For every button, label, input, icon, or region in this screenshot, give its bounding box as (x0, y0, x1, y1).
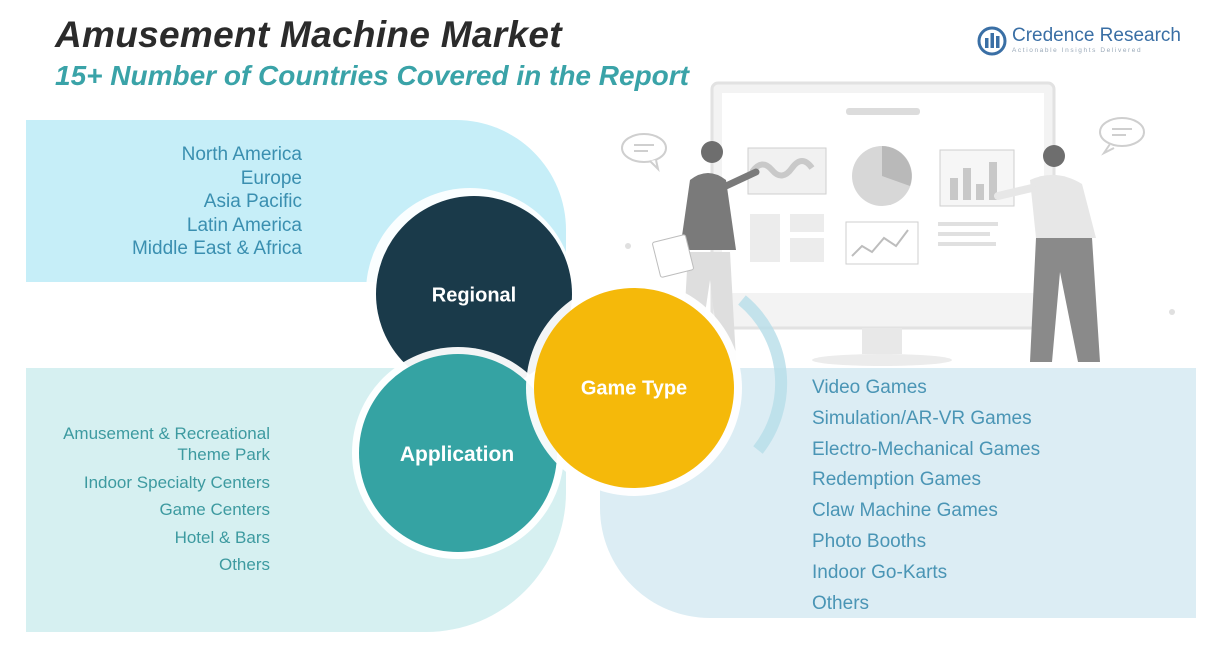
application-item: Theme Park (177, 445, 270, 464)
application-label: Application (399, 443, 515, 466)
application-item: Amusement & Recreational (63, 424, 270, 443)
regional-item: Europe (240, 167, 302, 189)
application-item: Others (218, 555, 270, 574)
presentation-illustration (621, 81, 1175, 366)
game-type-item: Electro-Mechanical Games (812, 438, 1041, 460)
regional-list: North America Europe Asia Pacific Latin … (132, 143, 302, 261)
game-type-item: Photo Booths (812, 530, 927, 552)
game-type-item: Simulation/AR-VR Games (812, 407, 1032, 429)
credence-logo-icon (977, 26, 1007, 56)
application-item: Indoor Specialty Centers (83, 472, 270, 492)
application-circle (359, 354, 557, 552)
game-type-list: Video Games Simulation/AR-VR Games Elect… (812, 373, 1040, 619)
game-type-circle (534, 288, 734, 488)
game-type-item: Indoor Go-Karts (812, 561, 948, 583)
page-title: Amusement Machine Market (55, 14, 562, 55)
game-type-circle-group (526, 280, 788, 496)
regional-circle-group (366, 188, 574, 396)
logo-tagline: Actionable Insights Delivered (1012, 47, 1143, 54)
application-circle-group (352, 347, 564, 559)
game-type-item: Others (812, 592, 870, 614)
application-item: Hotel & Bars (174, 527, 270, 547)
regional-item: Asia Pacific (203, 191, 302, 212)
regional-circle (376, 196, 572, 392)
page-subtitle: 15+ Number of Countries Covered in the R… (55, 60, 689, 91)
application-item: Game Centers (159, 500, 270, 519)
regional-item: Middle East & Africa (131, 238, 302, 259)
regional-label: Regional (431, 284, 517, 307)
game-type-label: Game Type (580, 377, 688, 400)
application-list: Amusement & Recreational Theme Park Indo… (63, 423, 270, 582)
regional-item: North America (181, 144, 302, 165)
game-type-item: Claw Machine Games (812, 500, 998, 522)
game-type-item: Video Games (812, 377, 927, 398)
regional-item: Latin America (186, 214, 302, 236)
logo-name: Credence Research (1012, 25, 1181, 46)
game-type-item: Redemption Games (812, 469, 981, 491)
